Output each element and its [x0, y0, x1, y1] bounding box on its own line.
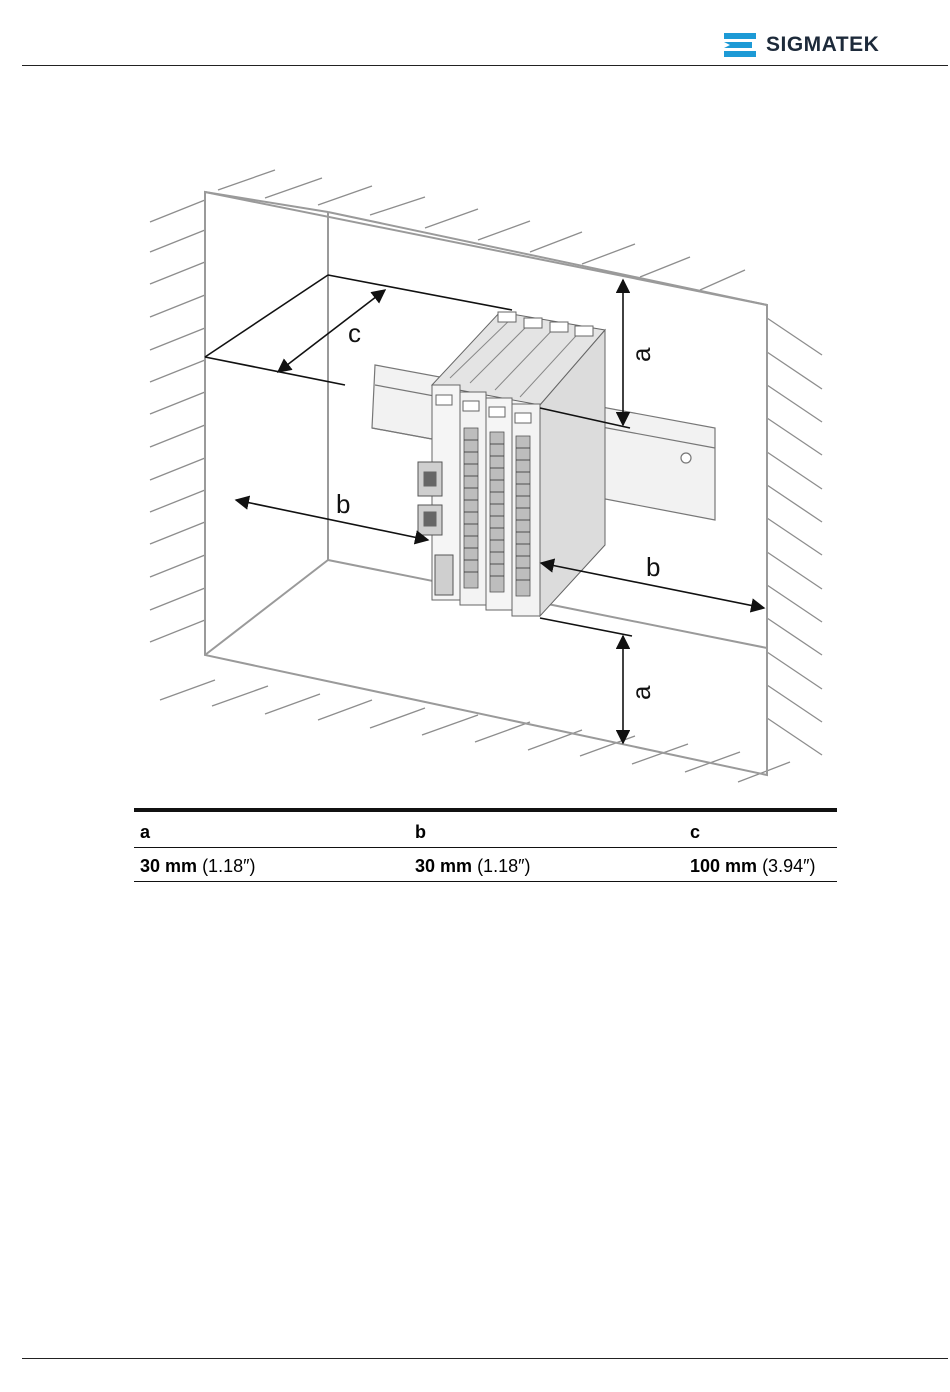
- mounting-clearance-figure: c b b a a: [140, 165, 840, 805]
- column-header-c: c: [684, 810, 837, 848]
- column-header-b: b: [409, 810, 684, 848]
- table-header-row: a b c: [134, 810, 837, 848]
- label-b-left: b: [336, 489, 350, 519]
- label-b-right: b: [646, 552, 660, 582]
- label-a-top: a: [626, 347, 656, 362]
- value-a: 30 mm (1.18″): [134, 848, 409, 882]
- value-c-imperial: (3.94″): [762, 856, 815, 876]
- mounting-diagram: c b b a a: [140, 165, 840, 805]
- brand-name: SIGMATEK: [766, 32, 879, 58]
- header-divider: [22, 65, 948, 66]
- value-a-imperial: (1.18″): [202, 856, 255, 876]
- value-c-metric: 100 mm: [690, 856, 757, 876]
- value-b-metric: 30 mm: [415, 856, 472, 876]
- sigmatek-logo-mark-icon: [722, 32, 758, 58]
- label-c: c: [348, 318, 361, 348]
- clearance-table: a b c 30 mm (1.18″) 30 mm (1.18″) 100 mm…: [134, 808, 837, 882]
- table-row: 30 mm (1.18″) 30 mm (1.18″) 100 mm (3.94…: [134, 848, 837, 882]
- sigmatek-logo: SIGMATEK: [722, 32, 879, 58]
- column-header-a: a: [134, 810, 409, 848]
- value-b-imperial: (1.18″): [477, 856, 530, 876]
- value-c: 100 mm (3.94″): [684, 848, 837, 882]
- footer-divider: [22, 1358, 948, 1359]
- value-a-metric: 30 mm: [140, 856, 197, 876]
- value-b: 30 mm (1.18″): [409, 848, 684, 882]
- label-a-bottom: a: [626, 685, 656, 700]
